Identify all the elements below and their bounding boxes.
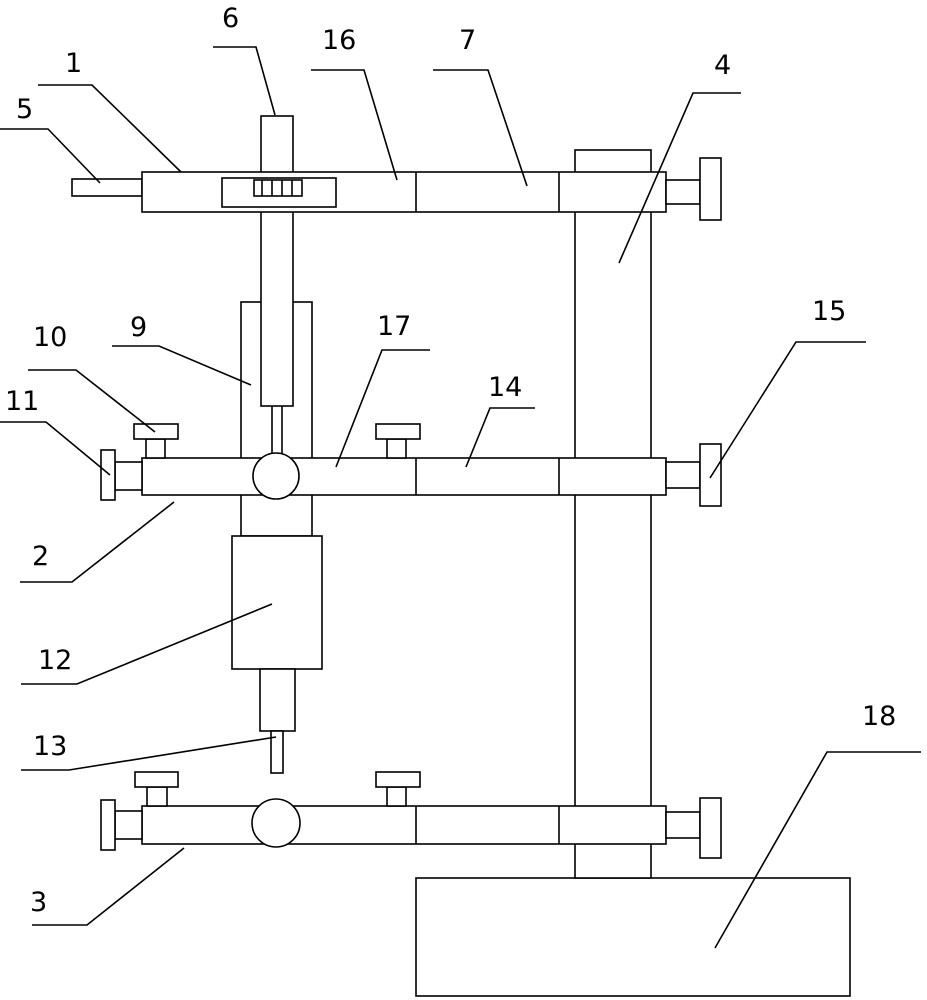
middle-left-knob-stem xyxy=(114,461,143,491)
leader-9 xyxy=(112,345,252,386)
leader-11 xyxy=(0,421,111,476)
leader-17 xyxy=(335,349,430,468)
label-13: 13 xyxy=(33,731,67,762)
bottom-screw-right-cap xyxy=(375,771,421,788)
label-17: 17 xyxy=(377,311,411,342)
label-4: 4 xyxy=(714,50,731,81)
label-5: 5 xyxy=(16,94,33,125)
leader-2 xyxy=(20,501,175,583)
middle-arm xyxy=(141,457,667,496)
leader-5 xyxy=(0,128,101,184)
label-9: 9 xyxy=(130,312,147,343)
middle-left-knob-head xyxy=(100,449,116,501)
label-16: 16 xyxy=(322,25,356,56)
bottom-pivot-joint xyxy=(251,798,301,848)
leader-13 xyxy=(21,736,277,771)
vertical-column xyxy=(574,149,652,879)
label-11: 11 xyxy=(5,386,39,417)
bottom-left-knob-stem xyxy=(114,810,143,840)
top-knob-head xyxy=(699,157,722,221)
cutting-tool xyxy=(270,730,284,774)
top-arm-left-rod xyxy=(71,178,143,197)
leader-15 xyxy=(709,341,866,479)
leader-4 xyxy=(618,92,741,264)
leader-1 xyxy=(38,84,182,173)
label-10: 10 xyxy=(33,322,67,353)
label-18: 18 xyxy=(862,701,896,732)
leader-7 xyxy=(433,69,528,187)
leader-6 xyxy=(213,46,276,116)
label-3: 3 xyxy=(30,887,47,918)
bottom-screw-left-cap xyxy=(134,771,179,788)
label-15: 15 xyxy=(812,296,846,327)
leader-12 xyxy=(21,603,273,685)
label-6: 6 xyxy=(222,3,239,34)
bottom-left-knob-head xyxy=(100,799,116,851)
label-2: 2 xyxy=(32,541,49,572)
label-7: 7 xyxy=(459,25,476,56)
bottom-right-knob-stem xyxy=(665,811,701,839)
middle-pivot-joint xyxy=(252,452,300,500)
middle-screw-left-cap xyxy=(133,423,179,440)
leader-14 xyxy=(465,407,535,468)
label-1: 1 xyxy=(65,48,82,79)
leader-18 xyxy=(714,751,921,949)
label-14: 14 xyxy=(488,372,522,403)
middle-right-knob-head xyxy=(699,443,722,507)
bottom-arm xyxy=(141,805,667,845)
label-12: 12 xyxy=(38,645,72,676)
bottom-screw-left-stem xyxy=(146,786,168,807)
bottom-right-knob-head xyxy=(699,797,722,859)
vertical-rod xyxy=(260,115,294,407)
top-knob-stem xyxy=(665,179,701,205)
middle-screw-right-cap xyxy=(375,423,421,440)
middle-screw-right-stem xyxy=(386,438,407,459)
base-block xyxy=(415,877,851,997)
middle-right-knob-stem xyxy=(665,461,701,489)
middle-screw-left-stem xyxy=(145,438,166,459)
leader-lines xyxy=(0,46,921,949)
top-slider-block xyxy=(253,179,303,197)
top-arm xyxy=(141,171,667,213)
chuck-body xyxy=(259,668,296,732)
leader-3 xyxy=(32,847,185,926)
leader-10 xyxy=(28,369,156,433)
motor-housing xyxy=(231,535,323,670)
bottom-screw-right-stem xyxy=(386,786,407,807)
leader-16 xyxy=(311,69,398,181)
